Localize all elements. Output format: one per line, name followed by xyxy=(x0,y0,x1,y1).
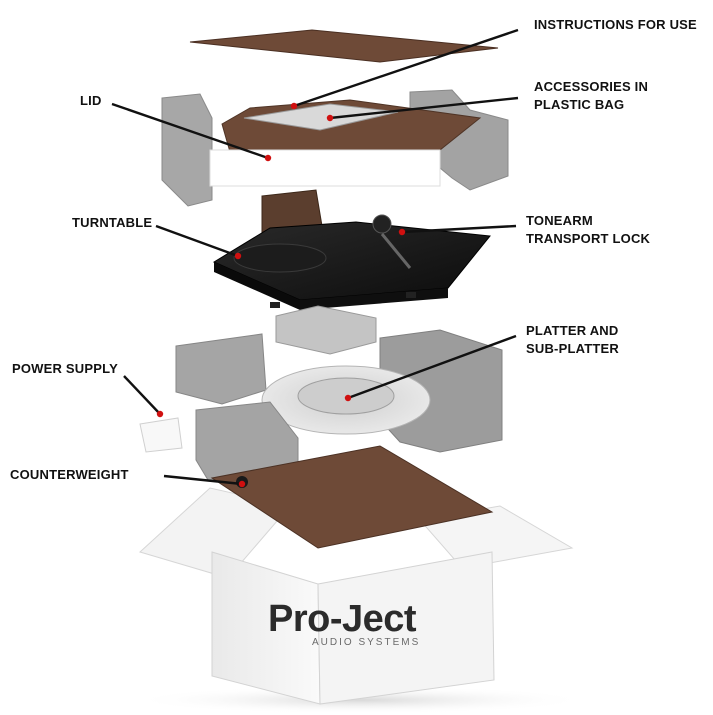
label-accessories-line1: ACCESSORIES IN xyxy=(534,79,649,94)
dot-counterweight xyxy=(238,480,246,488)
label-power-line1: POWER SUPPLY xyxy=(12,361,118,376)
label-platter-line1: PLATTER AND xyxy=(526,323,619,338)
dot-turntable xyxy=(234,252,242,260)
label-lid-line1: LID xyxy=(80,93,102,108)
label-tonearm-lock: TONEARM TRANSPORT LOCK xyxy=(526,212,650,248)
label-accessories-line2: PLASTIC BAG xyxy=(534,97,625,112)
shipping-box xyxy=(130,445,590,714)
leader-lines xyxy=(111,28,519,486)
leader-turntable xyxy=(155,224,239,258)
label-instructions-line1: INSTRUCTIONS FOR USE xyxy=(534,17,697,32)
brand-subtitle: AUDIO SYSTEMS xyxy=(312,637,421,648)
leader-instructions xyxy=(293,28,519,108)
hub-foam xyxy=(275,305,377,355)
leader-tonearm xyxy=(401,224,517,234)
dot-power xyxy=(156,410,164,418)
label-tonearm-line1: TONEARM xyxy=(526,213,593,228)
label-platter: PLATTER AND SUB-PLATTER xyxy=(526,322,619,358)
brand-name: Pro-Ject xyxy=(268,598,417,640)
label-turntable-line1: TURNTABLE xyxy=(72,215,153,230)
dot-accessories xyxy=(326,114,334,122)
leader-power xyxy=(123,375,161,415)
turntable-unit xyxy=(212,189,491,310)
leader-counterweight xyxy=(163,474,243,486)
label-accessories: ACCESSORIES IN PLASTIC BAG xyxy=(534,78,648,114)
instructions-board xyxy=(189,29,499,63)
label-tonearm-line2: TRANSPORT LOCK xyxy=(526,231,651,246)
label-counterweight-line1: COUNTERWEIGHT xyxy=(10,467,129,482)
dot-tonearm xyxy=(398,228,406,236)
label-power-supply: POWER SUPPLY xyxy=(12,360,118,378)
label-counterweight: COUNTERWEIGHT xyxy=(10,466,129,484)
leader-accessories xyxy=(329,96,519,120)
label-platter-line2: SUB-PLATTER xyxy=(526,341,619,356)
leader-platter xyxy=(347,334,517,400)
callout-dots xyxy=(156,102,406,488)
dot-instructions xyxy=(290,102,298,110)
label-lid: LID xyxy=(80,92,102,110)
dot-platter xyxy=(344,394,352,402)
label-turntable: TURNTABLE xyxy=(72,214,152,232)
lid-tier xyxy=(161,89,509,207)
leader-lid xyxy=(111,102,269,160)
brand-logo: Pro-Ject AUDIO SYSTEMS xyxy=(268,598,420,648)
power-supply-box xyxy=(139,417,183,453)
label-instructions: INSTRUCTIONS FOR USE xyxy=(534,16,697,34)
dot-lid xyxy=(264,154,272,162)
